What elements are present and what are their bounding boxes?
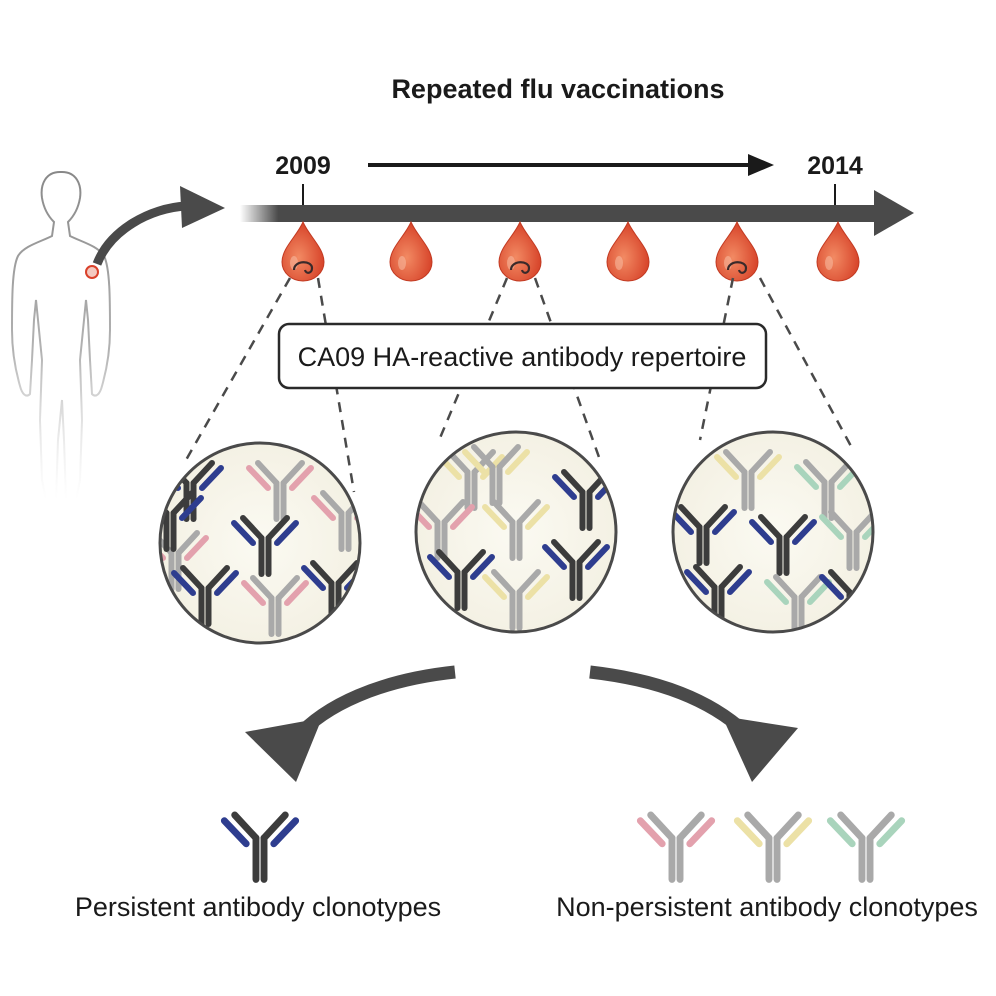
- legend-persistent-antibody-icon: [220, 811, 300, 883]
- repertoire-circle-mid: [414, 430, 618, 634]
- persistent-antibody-icon: [542, 539, 610, 601]
- persistent-antibody-icon: [171, 565, 239, 627]
- non-persistent-caption: Non-persistent antibody clonotypes: [556, 892, 978, 922]
- persistent-antibody-icon: [684, 564, 752, 626]
- repertoire-box: CA09 HA-reactive antibody repertoire: [277, 322, 768, 390]
- non-persistent-antibody-icon: [482, 499, 550, 561]
- non-persistent-antibody-icon: [764, 574, 832, 632]
- arrow-to-non-persistent: [589, 665, 798, 782]
- persistent-antibody-icon: [749, 514, 817, 576]
- arm-to-timeline-arrow: [92, 186, 225, 266]
- arrow-to-persistent: [245, 665, 456, 782]
- legend-green-antibody-icon: [826, 811, 906, 883]
- diagram-title: Repeated flu vaccinations: [391, 74, 724, 104]
- non-persistent-antibody-icon: [416, 499, 475, 561]
- blood-drop-icon: [498, 220, 542, 282]
- blood-drops: [281, 220, 860, 282]
- blood-drop-icon: [606, 220, 650, 282]
- non-persistent-antibody-icon: [482, 569, 550, 631]
- year-end-label: 2014: [807, 152, 863, 180]
- non-persistent-antibody-icon: [462, 444, 530, 506]
- injection-site-icon: [85, 265, 99, 279]
- blood-drop-icon: [389, 220, 433, 282]
- persistent-antibody-icon: [427, 549, 495, 611]
- blood-drop-icon: [816, 220, 860, 282]
- non-persistent-antibody-icon: [714, 449, 782, 511]
- repertoire-circle-2009: [158, 441, 362, 645]
- human-silhouette: [10, 171, 112, 501]
- blood-drop-icon: [715, 220, 759, 282]
- timeline-bar: [240, 190, 914, 236]
- repertoire-label: CA09 HA-reactive antibody repertoire: [298, 342, 747, 372]
- repertoire-circle-late: [671, 430, 875, 634]
- time-direction-arrow: [368, 154, 774, 176]
- non-persistent-antibody-icon: [241, 575, 309, 637]
- blood-drop-icon: [281, 220, 325, 282]
- persistent-caption: Persistent antibody clonotypes: [75, 892, 441, 922]
- non-persistent-antibody-icon: [246, 460, 314, 522]
- legend-yellow-antibody-icon: [733, 811, 813, 883]
- legend-pink-antibody-icon: [636, 811, 716, 883]
- year-start-label: 2009: [275, 152, 331, 180]
- persistent-antibody-icon: [231, 515, 299, 577]
